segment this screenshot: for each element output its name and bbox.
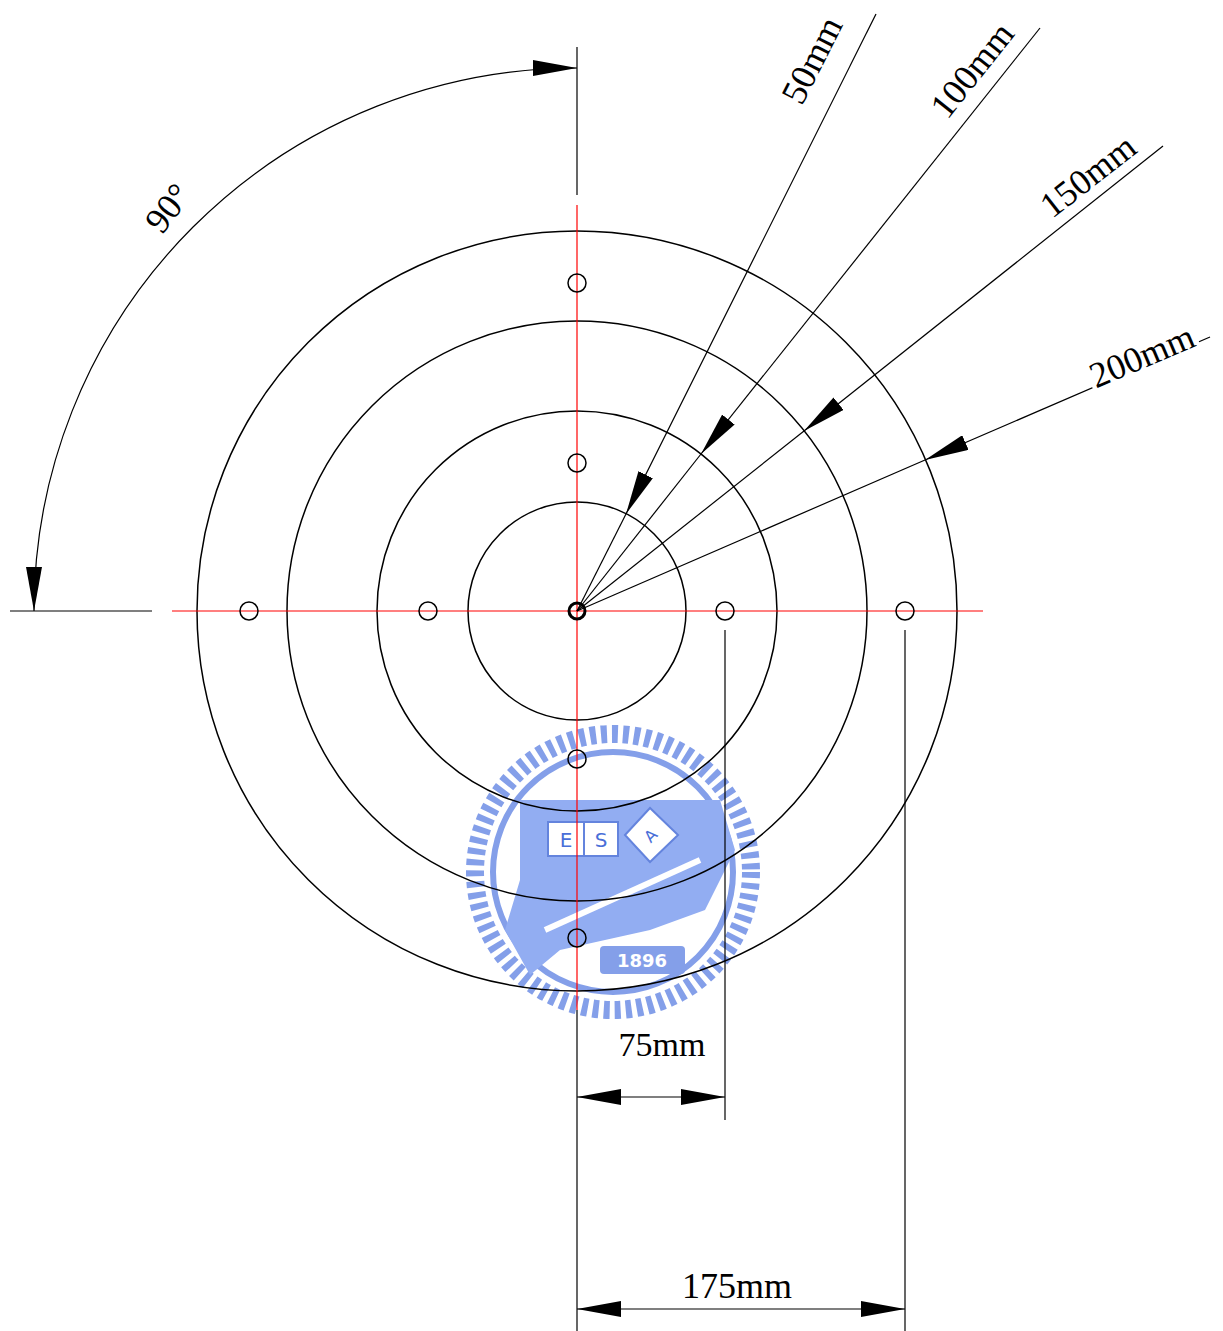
linear-dimensions	[577, 630, 905, 1331]
radius-dimension: 50mm	[773, 8, 851, 113]
radius-dimension: 100mm	[921, 13, 1023, 127]
radius-dimension: 200mm	[1081, 316, 1203, 396]
angle-dimension	[10, 47, 577, 611]
radius-dimension: 150mm	[1031, 125, 1146, 226]
watermark-letter: S	[592, 829, 611, 851]
center-lines	[172, 205, 983, 1010]
watermark-letter: E	[557, 829, 576, 851]
length-dimension: 175mm	[679, 1267, 795, 1305]
watermark-logo	[475, 734, 751, 1010]
watermark-year: 1896	[614, 951, 670, 971]
angle-dimension: 90°	[136, 174, 201, 242]
length-dimension: 75mm	[616, 1027, 709, 1063]
radius-leaders	[577, 14, 1210, 611]
